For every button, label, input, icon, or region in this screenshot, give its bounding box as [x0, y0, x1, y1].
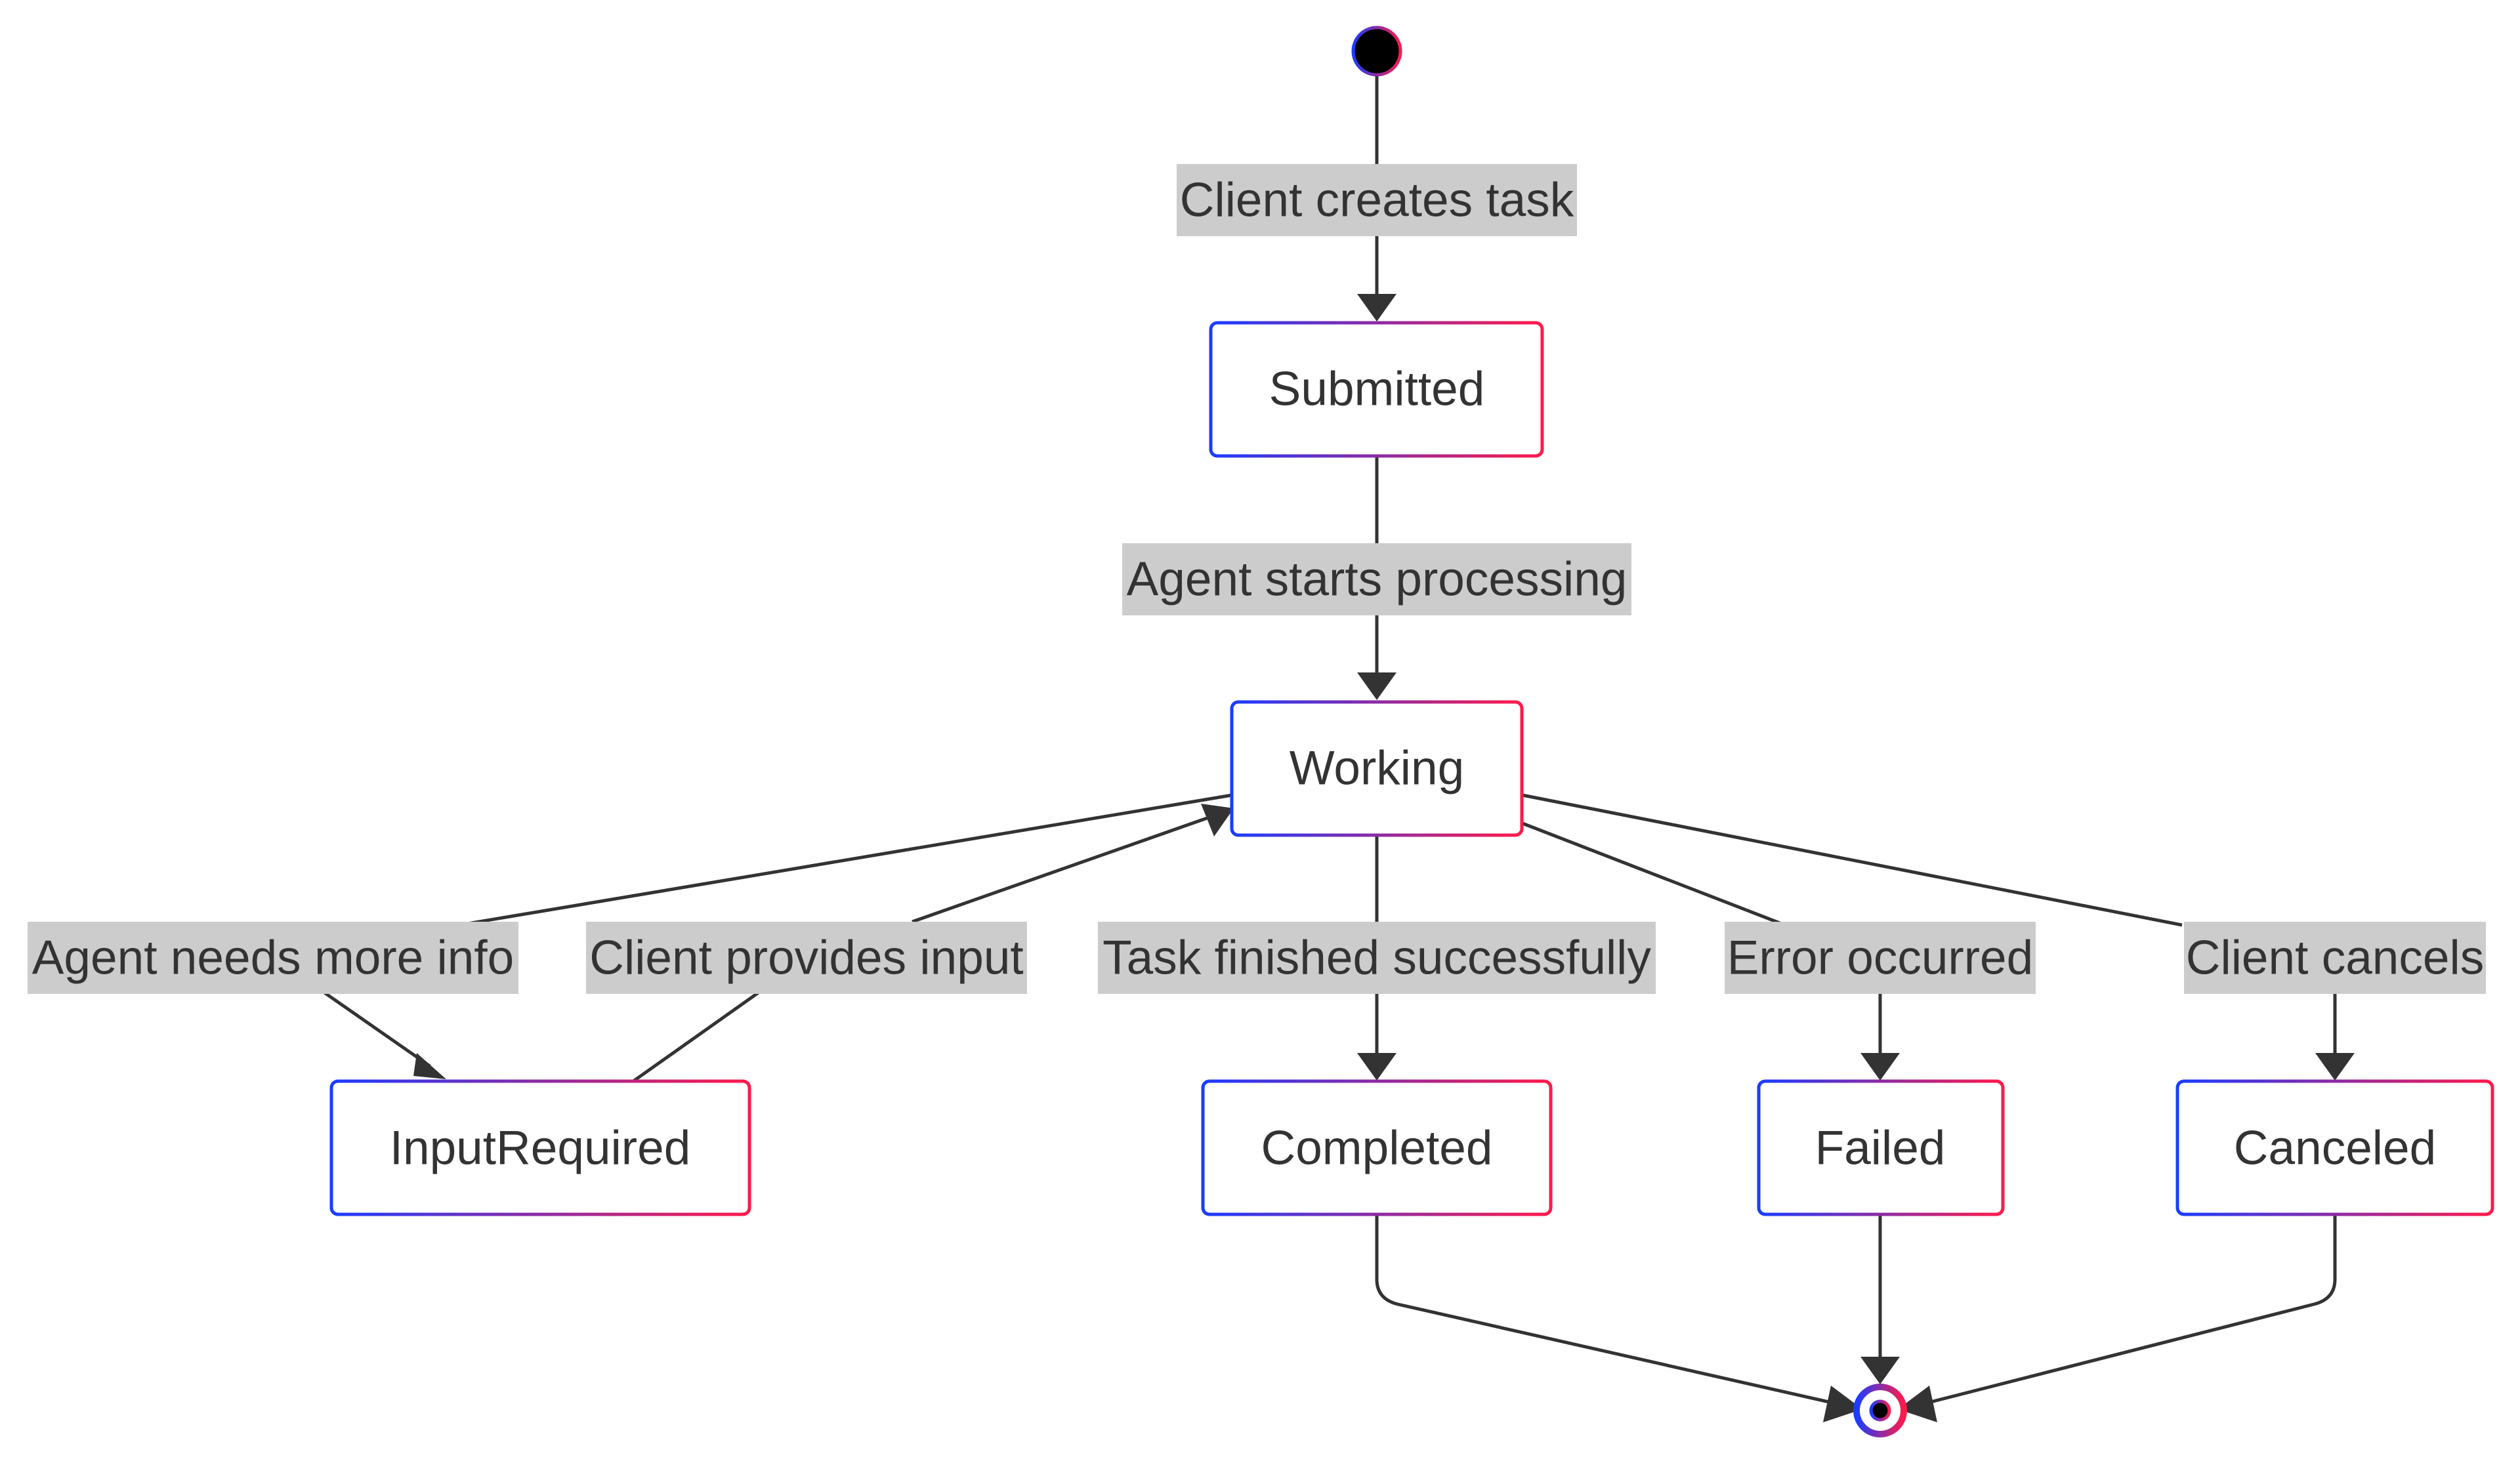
edge-canceled-end [1922, 1212, 2337, 1406]
edge-completed-end [1375, 1212, 1838, 1406]
svg-text:Task finished successfully: Task finished successfully [1102, 932, 1651, 985]
edge-label-client-cancels: Client cancels [2184, 922, 2486, 994]
state-working: Working [1230, 700, 1524, 837]
arrowhead-failed [1860, 1053, 1900, 1081]
edges [320, 71, 2355, 1422]
arrowhead-completed [1357, 1053, 1396, 1081]
state-completed: Completed [1201, 1079, 1553, 1216]
end-node [1853, 1384, 1907, 1437]
state-canceled: Canceled [2175, 1079, 2494, 1216]
svg-text:Canceled: Canceled [2234, 1122, 2436, 1175]
edge-inputrequired-working-2 [912, 815, 1211, 924]
edge-label-agent-starts-processing: Agent starts processing [1122, 543, 1631, 615]
svg-text:Error occurred: Error occurred [1727, 932, 2034, 985]
arrowhead-end-right [1898, 1386, 1937, 1422]
edge-working-inputrequired-2 [320, 989, 431, 1068]
arrowhead-working [1357, 672, 1396, 700]
state-input-required: InputRequired [329, 1079, 751, 1216]
edge-label-task-finished-successfully: Task finished successfully [1098, 922, 1656, 994]
svg-text:Client creates task: Client creates task [1180, 174, 1574, 227]
state-failed: Failed [1757, 1079, 2005, 1216]
edge-inputrequired-working [632, 989, 763, 1083]
svg-text:Client cancels: Client cancels [2186, 932, 2484, 985]
svg-text:Working: Working [1290, 742, 1464, 795]
arrowhead-inputrequired [413, 1053, 446, 1079]
edge-label-error-occurred: Error occurred [1725, 922, 2036, 994]
edge-label-client-creates-task: Client creates task [1177, 164, 1577, 236]
svg-text:Agent needs more info: Agent needs more info [32, 932, 514, 985]
edge-label-agent-needs-more-info: Agent needs more info [28, 922, 518, 994]
edge-label-client-provides-input: Client provides input [586, 922, 1027, 994]
edge-labels: Client creates task Agent starts process… [28, 164, 2486, 994]
start-node [1351, 26, 1402, 77]
edge-working-canceled [1522, 793, 2337, 1058]
arrowhead-working-return [1201, 804, 1234, 836]
svg-text:InputRequired: InputRequired [390, 1122, 691, 1175]
svg-text:Agent starts processing: Agent starts processing [1127, 553, 1628, 606]
arrowhead-end-top [1860, 1357, 1900, 1384]
edge-working-failed [1522, 821, 1882, 1058]
edge-working-inputrequired [459, 793, 1232, 927]
svg-text:Submitted: Submitted [1269, 363, 1485, 416]
nodes: Submitted Working InputRequired Complete… [329, 26, 2494, 1437]
arrowhead-end-left [1823, 1386, 1862, 1422]
state-submitted: Submitted [1209, 321, 1544, 458]
svg-text:Failed: Failed [1815, 1122, 1946, 1175]
svg-text:Client provides input: Client provides input [589, 932, 1023, 985]
arrowhead-submitted [1357, 294, 1396, 321]
svg-text:Completed: Completed [1261, 1122, 1492, 1175]
arrowhead-canceled [2315, 1053, 2355, 1081]
